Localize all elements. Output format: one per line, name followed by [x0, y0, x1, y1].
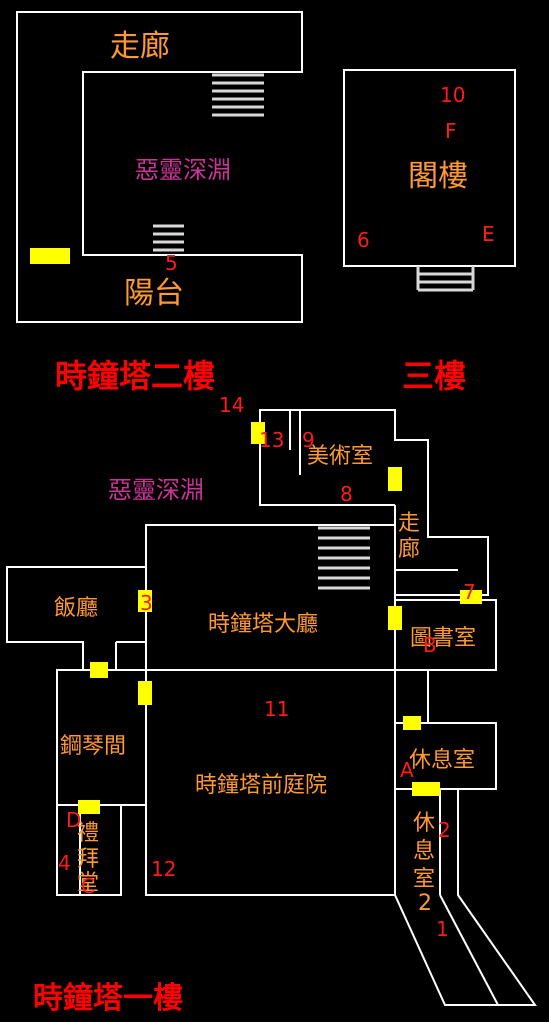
- marker-7: 7: [463, 580, 476, 604]
- room-label-balcony: 陽台: [124, 276, 184, 311]
- marker-9: 9: [302, 428, 315, 452]
- room-label-art-room: 美術室: [307, 444, 373, 469]
- stairs-2f-lower: [153, 224, 184, 252]
- door-art-room-west: [251, 422, 265, 444]
- room-label-abyss-1f: 惡靈深淵: [108, 476, 204, 504]
- marker-4: 4: [58, 851, 71, 875]
- marker-14: 14: [219, 393, 244, 417]
- stairs-2f-upper: [212, 73, 264, 117]
- door-rest-room-north: [403, 716, 421, 730]
- marker-13: 13: [259, 428, 284, 452]
- floor-title-third: 三樓: [402, 357, 466, 395]
- room-label-attic: 閣樓: [408, 159, 468, 194]
- marker-A: A: [400, 758, 414, 782]
- room-label-rest-room-2-b: 息: [413, 839, 435, 864]
- marker-B: B: [423, 633, 437, 657]
- marker-6: 6: [357, 228, 370, 252]
- marker-8: 8: [340, 482, 353, 506]
- room-label-corridor-1f-a: 走: [398, 511, 420, 536]
- room-label-rest-room: 休息室: [409, 748, 475, 773]
- dining-hall-walls: [6, 566, 146, 670]
- room-label-abyss-2f: 惡靈深淵: [135, 156, 231, 184]
- door-rest-room-2: [412, 782, 440, 796]
- exit-corridor-inner: [439, 894, 499, 1006]
- door-art-room-corridor: [388, 467, 402, 491]
- marker-F: F: [445, 119, 457, 143]
- marker-E: E: [482, 222, 495, 246]
- room-label-clock-tower-hall: 時鐘塔大廳: [208, 612, 318, 637]
- room-label-rest-room-2-c: 室: [413, 867, 435, 892]
- stairs-1f: [318, 526, 370, 590]
- second-floor-outline: [16, 11, 303, 323]
- door-dining-hall: [138, 590, 152, 612]
- marker-11: 11: [264, 697, 289, 721]
- door-dining-piano: [90, 662, 108, 678]
- art-room-walls: [259, 409, 429, 506]
- room-label-rest-room-2-a: 休: [413, 811, 435, 836]
- room-label-chapel-c: 堂: [77, 871, 99, 896]
- floor-title-second: 時鐘塔二樓: [55, 357, 215, 395]
- rest-room-2-walls: [394, 789, 537, 1006]
- room-label-chapel-b: 拜: [77, 847, 99, 872]
- floor-title-first: 時鐘塔一樓: [33, 981, 183, 1016]
- room-label-corridor-2f: 走廊: [110, 29, 170, 64]
- room-label-corridor-1f-b: 廊: [398, 537, 420, 562]
- room-label-library: 圖書室: [410, 626, 476, 651]
- room-label-piano-room: 鋼琴間: [60, 734, 126, 759]
- door-library-north: [460, 590, 482, 604]
- stairs-3f: [416, 266, 475, 292]
- door-piano-courtyard: [138, 681, 152, 705]
- marker-10: 10: [440, 83, 465, 107]
- door-chapel: [78, 800, 100, 814]
- room-label-rest-room-2-d: 2: [418, 891, 432, 916]
- marker-3: 3: [140, 591, 153, 615]
- marker-2: 2: [438, 818, 451, 842]
- marker-C: C: [81, 874, 95, 898]
- marker-5: 5: [165, 251, 178, 275]
- door-hall-library: [388, 606, 402, 630]
- door-2f-balcony: [30, 248, 70, 264]
- room-label-front-courtyard: 時鐘塔前庭院: [195, 773, 327, 798]
- piano-room-walls: [56, 669, 146, 896]
- marker-1: 1: [436, 917, 449, 941]
- room-label-chapel-a: 禮: [77, 821, 99, 846]
- third-floor-outline: [343, 69, 516, 267]
- marker-D: D: [66, 808, 81, 832]
- marker-12: 12: [151, 857, 176, 881]
- room-label-dining-hall: 飯廳: [54, 596, 98, 621]
- rest-room-walls: [395, 670, 497, 790]
